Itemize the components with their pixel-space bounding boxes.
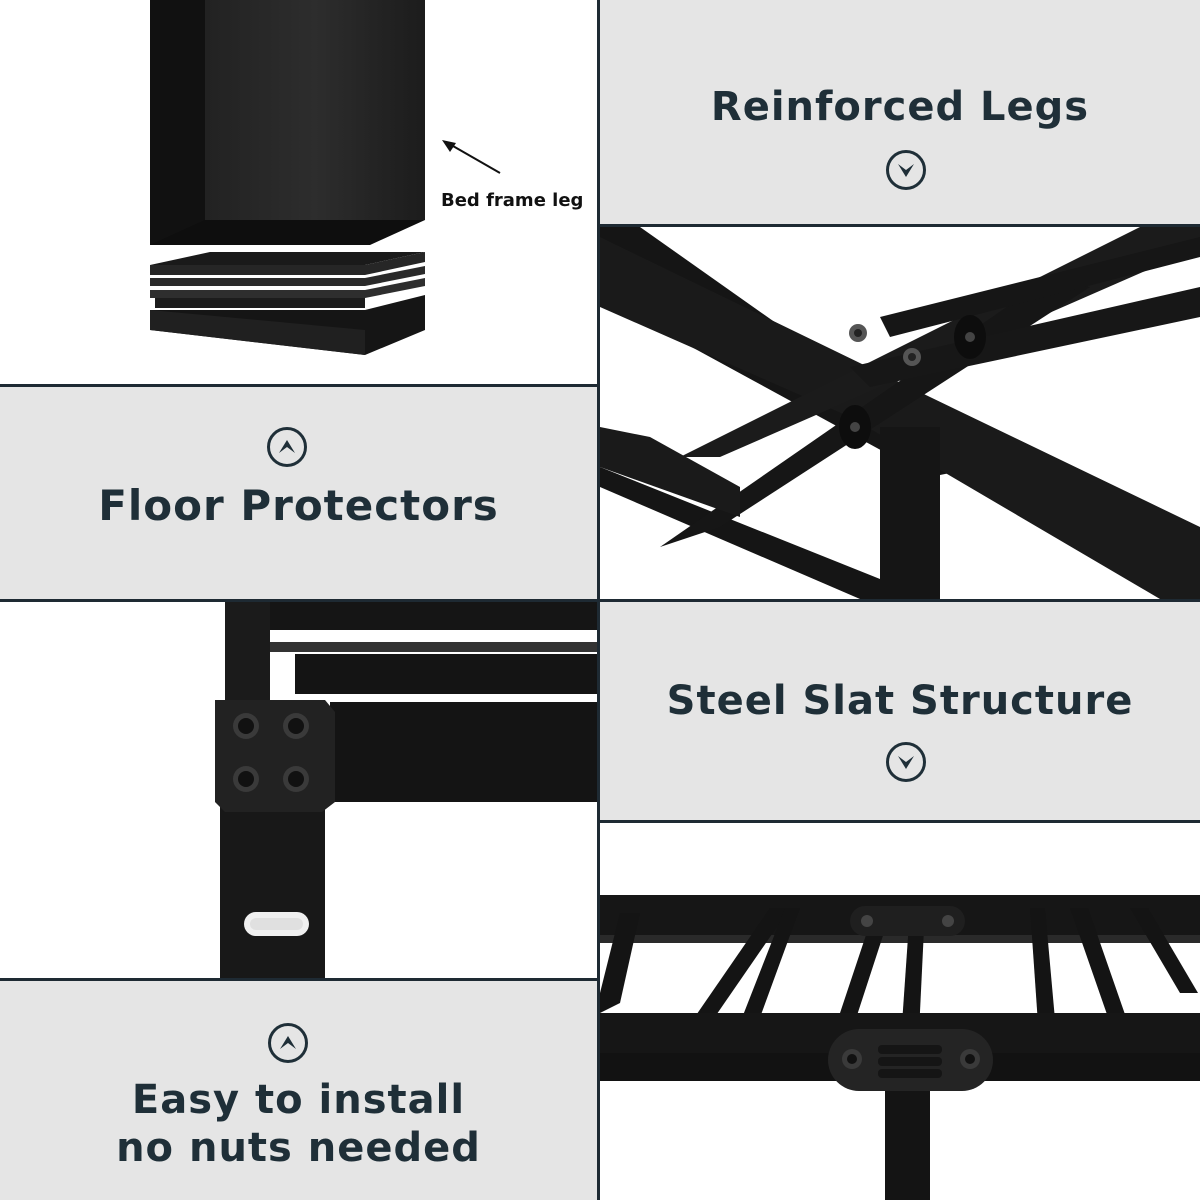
cross-frame-photo-panel bbox=[600, 227, 1200, 599]
reinforced-legs-title: Reinforced Legs bbox=[710, 84, 1090, 130]
easy-install-line1: Easy to install bbox=[131, 1077, 466, 1123]
bed-frame-leg-illustration bbox=[150, 0, 501, 355]
bracket-leg bbox=[220, 802, 325, 978]
divider bbox=[0, 599, 1200, 602]
easy-install-line2: no nuts needed bbox=[116, 1125, 481, 1171]
chevron-up-circle-icon bbox=[267, 427, 307, 467]
corner-bracket-illustration bbox=[215, 602, 597, 978]
divider bbox=[600, 224, 1200, 227]
center-plate-top bbox=[850, 906, 965, 936]
chevron-up-circle-icon bbox=[268, 1023, 308, 1063]
chevron-down-circle-icon bbox=[886, 150, 926, 190]
steel-slat-panel: Steel Slat Structure bbox=[600, 602, 1200, 820]
leg-caption: Bed frame leg bbox=[441, 190, 584, 211]
leg-photo-panel: Bed frame leg bbox=[0, 0, 597, 384]
frame-joint-illustration bbox=[600, 227, 1200, 599]
slats-photo-panel bbox=[600, 823, 1200, 1200]
divider bbox=[0, 384, 597, 387]
reinforced-legs-panel: Reinforced Legs bbox=[600, 0, 1200, 224]
frame-leg bbox=[880, 427, 940, 599]
corner-bracket-photo-panel bbox=[0, 602, 597, 978]
corner-plate bbox=[215, 700, 335, 812]
chevron-down-circle-icon bbox=[886, 742, 926, 782]
floor-protectors-panel: Floor Protectors bbox=[0, 387, 597, 599]
leg-side bbox=[150, 0, 205, 245]
steel-slat-title: Steel Slat Structure bbox=[666, 678, 1134, 724]
divider bbox=[600, 820, 1200, 823]
slat-leg bbox=[885, 1081, 930, 1200]
leg-front bbox=[205, 0, 425, 220]
bolts bbox=[233, 713, 309, 792]
steel-slats-illustration bbox=[600, 895, 1200, 1200]
floor-protectors-title: Floor Protectors bbox=[98, 481, 499, 530]
divider bbox=[0, 978, 597, 981]
easy-install-panel: Easy to install no nuts needed bbox=[0, 981, 597, 1200]
